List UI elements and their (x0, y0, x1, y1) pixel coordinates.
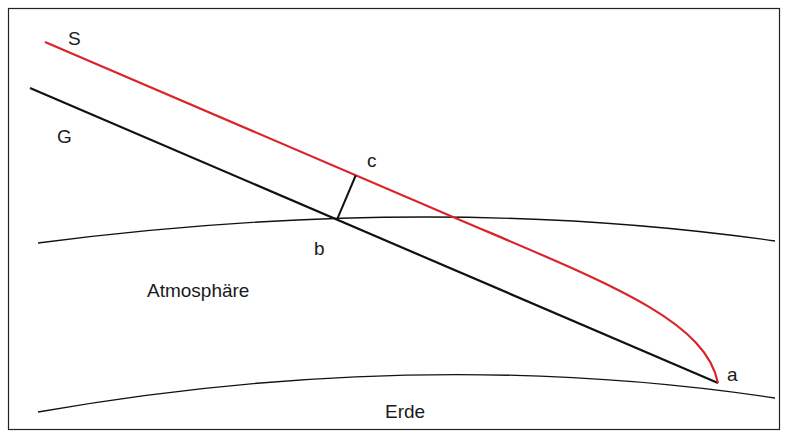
refracted-ray (45, 42, 718, 383)
point-label: b (314, 238, 325, 261)
frame (9, 9, 780, 430)
atmosphere-boundary (38, 217, 775, 243)
point-label: a (727, 364, 738, 387)
region-label: Erde (385, 401, 425, 424)
ray-label: S (68, 28, 81, 51)
geometric-line (30, 88, 718, 383)
line-label: G (57, 126, 72, 149)
region-label: Atmosphäre (147, 280, 249, 303)
offset-segment (337, 176, 356, 220)
point-label: c (367, 150, 377, 173)
